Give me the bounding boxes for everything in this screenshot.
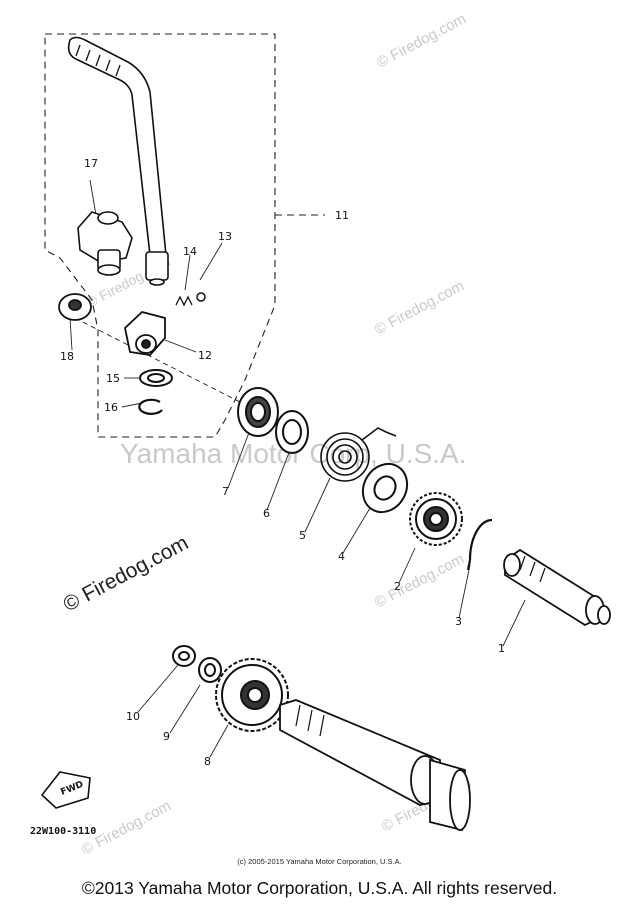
callout-6: 6 xyxy=(263,507,270,520)
callout-7: 7 xyxy=(222,485,229,498)
kick-lever-arm xyxy=(67,36,169,286)
callout-15: 15 xyxy=(106,372,120,385)
diagram-code: 22W100-3110 xyxy=(30,826,97,837)
part-14-spring xyxy=(175,295,193,307)
callout-11: 11 xyxy=(335,209,349,222)
callout-numbers: 1 2 3 4 5 6 7 8 10 9 11 12 13 14 15 16 1… xyxy=(60,157,505,768)
part-2-kick-gear xyxy=(409,492,463,546)
part-18-washer xyxy=(58,293,92,321)
part-3-clip xyxy=(466,518,493,571)
part-7-oil-seal xyxy=(237,387,279,437)
copyright-notice: ©2013 Yamaha Motor Corporation, U.S.A. A… xyxy=(81,878,558,898)
callout-16: 16 xyxy=(104,401,118,414)
callout-14: 14 xyxy=(183,245,197,258)
callout-1: 1 xyxy=(498,642,505,655)
forward-arrow-icon: FWD xyxy=(40,771,91,809)
part-16-clip xyxy=(138,398,163,415)
small-copyright: (c) 2005-2015 Yamaha Motor Corporation, … xyxy=(237,857,402,866)
part-9-washer xyxy=(198,657,222,683)
part-17-pivot-boss xyxy=(77,211,133,276)
part-10-washer xyxy=(172,645,196,667)
callout-10: 10 xyxy=(126,710,140,723)
callout-5: 5 xyxy=(299,529,306,542)
assembly-outline xyxy=(44,33,325,438)
part-1-kick-axle xyxy=(503,548,611,627)
callout-8: 8 xyxy=(204,755,211,768)
main-shaft xyxy=(279,699,471,832)
leader-lines xyxy=(69,179,526,758)
callout-2: 2 xyxy=(394,580,401,593)
part-5-kick-spring xyxy=(320,427,397,482)
part-4-washer xyxy=(361,462,409,514)
callout-13: 13 xyxy=(218,230,232,243)
watermark-firedog: © Firedog.com xyxy=(374,10,469,71)
watermark-firedog-large: © Firedog.com xyxy=(60,531,193,616)
part-13-ball xyxy=(196,292,206,302)
callout-3: 3 xyxy=(455,615,462,628)
watermark-firedog: © Firedog.com xyxy=(372,550,467,611)
part-6-washer xyxy=(275,410,309,454)
part-15-washer xyxy=(139,369,173,387)
callout-18: 18 xyxy=(60,350,74,363)
callout-4: 4 xyxy=(338,550,345,563)
callout-17: 17 xyxy=(84,157,98,170)
part-12-boss xyxy=(124,311,166,356)
watermark-firedog: © Firedog.com xyxy=(372,277,467,338)
callout-12: 12 xyxy=(198,349,212,362)
part-8-idle-gear xyxy=(215,658,289,732)
callout-9: 9 xyxy=(163,730,170,743)
